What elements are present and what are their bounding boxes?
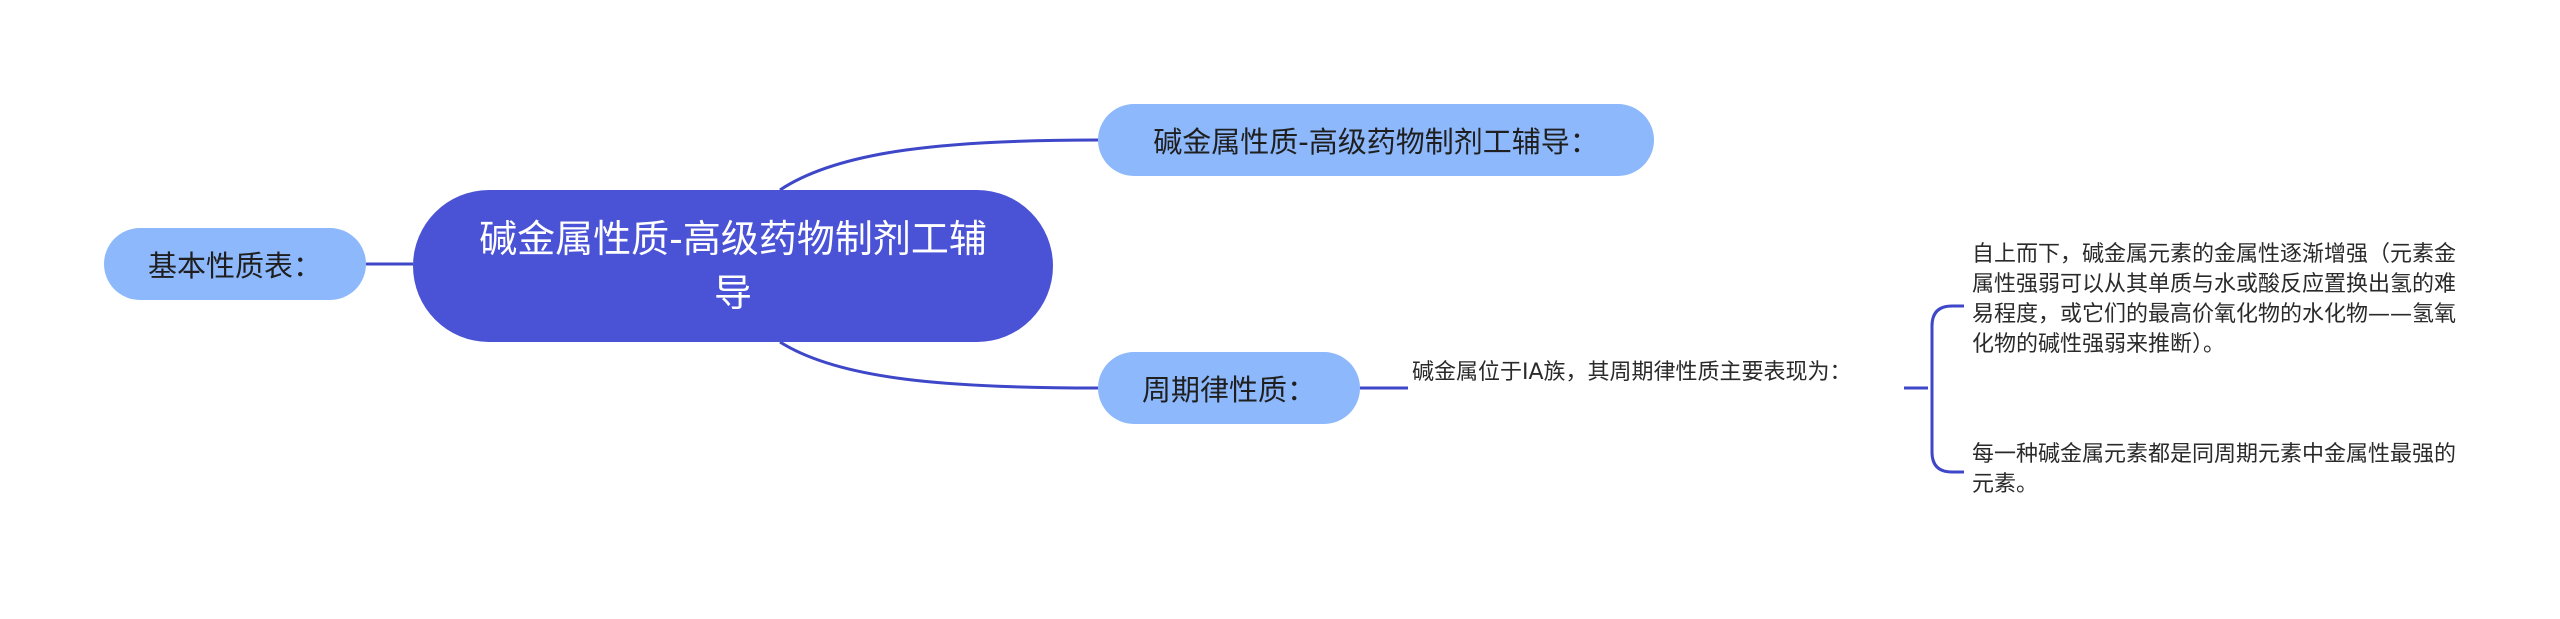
branch-node-label: 碱金属性质-高级药物制剂工辅导： [1153,125,1599,159]
branch-node-periodic-properties[interactable]: 周期律性质： [1098,352,1360,424]
edge-root-mid [779,340,1099,390]
branch-node-basic-properties[interactable]: 基本性质表： [104,228,366,300]
root-node[interactable]: 碱金属性质-高级药物制剂工辅导 [413,190,1053,342]
leaf-label: 自上而下，碱金属元素的金属性逐渐增强（元素金属性强弱可以从其单质与水或酸反应置换… [1972,242,2457,357]
branch-node-title[interactable]: 碱金属性质-高级药物制剂工辅导： [1098,104,1654,176]
leaf-metallic-trend[interactable]: 自上而下，碱金属元素的金属性逐渐增强（元素金属性强弱可以从其单质与水或酸反应置换… [1972,240,2462,360]
branch-node-label: 周期律性质： [1141,373,1316,407]
branch-node-label: 基本性质表： [147,249,322,283]
leaf-strongest-metal[interactable]: 每一种碱金属元素都是同周期元素中金属性最强的元素。 [1972,440,2462,500]
leaf-label: 碱金属位于ⅠA族，其周期律性质主要表现为： [1412,360,1852,385]
leaf-label: 每一种碱金属元素都是同周期元素中金属性最强的元素。 [1972,442,2457,497]
edge-root-top [779,138,1099,192]
root-node-label: 碱金属性质-高级药物制剂工辅导 [479,217,987,315]
edge-leaf-bracket [1930,304,1953,474]
leaf-periodic-intro[interactable]: 碱金属位于ⅠA族，其周期律性质主要表现为： [1412,358,1902,388]
